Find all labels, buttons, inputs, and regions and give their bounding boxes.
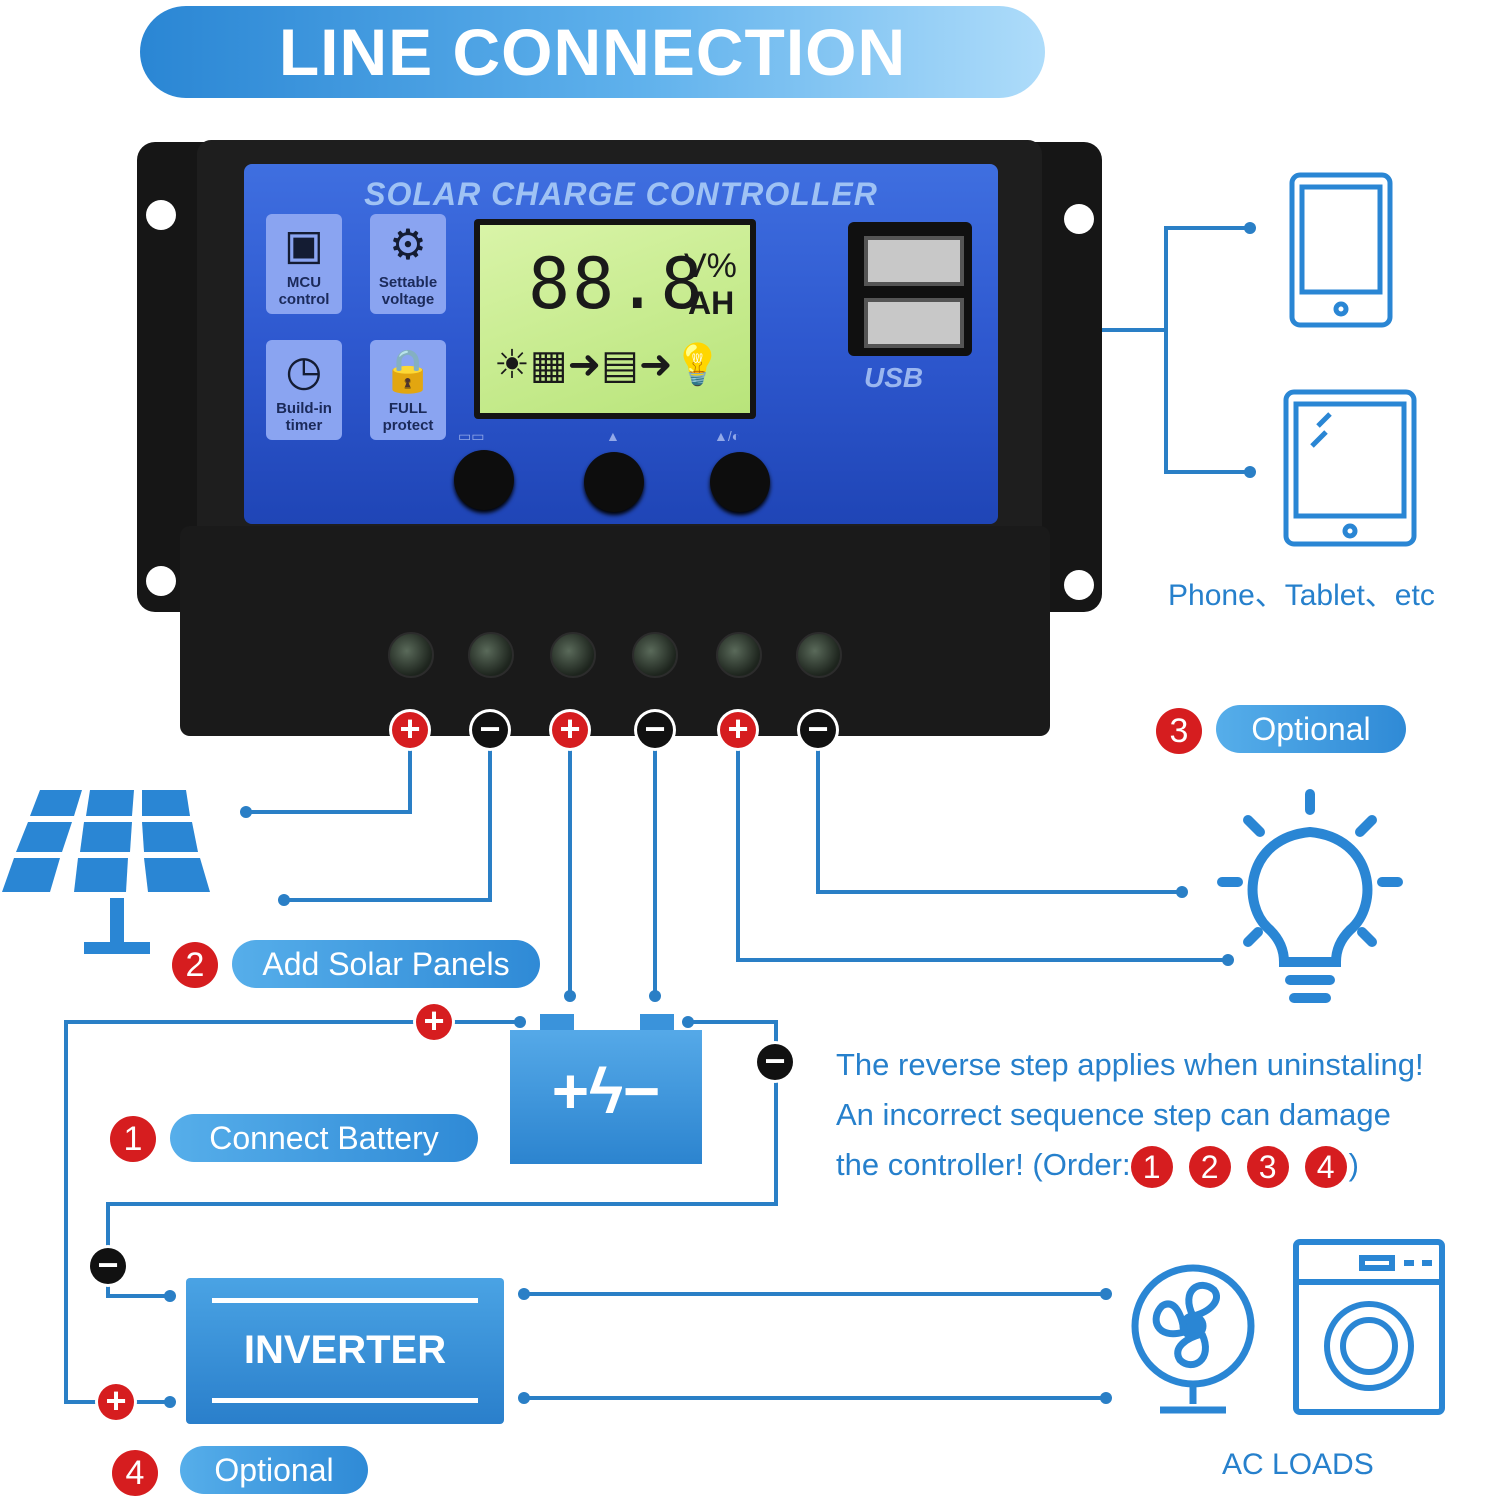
- step-3-label: Optional: [1216, 705, 1406, 753]
- terminal-badge-load-neg: −: [800, 711, 836, 748]
- faceplate-title: SOLAR CHARGE CONTROLLER: [364, 176, 878, 212]
- down-button-label: ▲/◐: [714, 428, 741, 444]
- lock-icon: 🔒: [381, 347, 435, 394]
- device-bus: [1164, 226, 1250, 474]
- title-banner: LINE CONNECTION: [140, 6, 1045, 98]
- lcd-energy-flow-icons: ☀▦➜▤➜💡: [494, 343, 723, 387]
- battery-wire-pos-badge: +: [416, 1003, 452, 1040]
- light-bulb-icon: [1217, 789, 1403, 1003]
- terminal-screw-solar-pos[interactable]: [388, 632, 434, 678]
- lcd-unit-top: V%: [684, 247, 737, 285]
- note-line-2: An incorrect sequence step can damage: [836, 1097, 1391, 1132]
- terminal-badge-battery-pos: +: [552, 711, 588, 748]
- terminal-screw-battery-pos[interactable]: [550, 632, 596, 678]
- order-1: 1: [1130, 1145, 1173, 1188]
- usb-ports: [848, 222, 972, 356]
- terminal-badge-battery-neg: −: [637, 711, 673, 748]
- terminal-badge-solar-pos: +: [392, 711, 428, 748]
- order-2: 2: [1188, 1145, 1231, 1188]
- step-2-number: 2: [172, 942, 218, 988]
- terminal-screw-battery-neg[interactable]: [632, 632, 678, 678]
- terminal-screw-load-pos[interactable]: [716, 632, 762, 678]
- tablet-icon: [1283, 389, 1417, 547]
- inverter-wire-neg-badge: −: [90, 1247, 126, 1284]
- step-4-label: Optional: [180, 1446, 368, 1494]
- step-2-label: Add Solar Panels: [232, 940, 540, 988]
- menu-button-label: ▭▭: [458, 428, 485, 444]
- menu-button[interactable]: [454, 450, 514, 510]
- chip-icon: ▣: [284, 221, 324, 268]
- usb-port-1[interactable]: [864, 236, 964, 286]
- step-4-number: 4: [112, 1450, 158, 1496]
- ac-loads-caption: AC LOADS: [1222, 1448, 1374, 1481]
- inverter-label: INVERTER: [243, 1328, 447, 1372]
- order-3: 3: [1246, 1145, 1289, 1188]
- lcd-display: 88.8 V% AH ☀▦➜▤➜💡: [474, 219, 756, 419]
- load-pos-wire: [736, 680, 1228, 962]
- terminal-block: [180, 526, 1050, 736]
- usb-label: USB: [864, 362, 924, 393]
- battery-symbol: +ϟ−: [551, 1055, 661, 1127]
- inverter-box: INVERTER: [186, 1278, 504, 1424]
- note-line-1: The reverse step applies when uninstalin…: [836, 1047, 1424, 1082]
- fan-icon: [1131, 1264, 1255, 1414]
- uninstall-warning-note: The reverse step applies when uninstalin…: [836, 1040, 1424, 1190]
- terminal-screw-load-neg[interactable]: [796, 632, 842, 678]
- gear-icon: ⚙: [389, 221, 427, 268]
- load-neg-wire: [816, 680, 1182, 894]
- mounting-hole: [146, 200, 176, 230]
- lcd-unit-bottom: AH: [688, 285, 735, 321]
- usb-devices-caption: Phone、Tablet、etc: [1168, 579, 1435, 612]
- step-1-number: 1: [110, 1116, 156, 1162]
- up-button[interactable]: [584, 452, 644, 512]
- mounting-hole: [1064, 204, 1094, 234]
- lcd-digits: 88.8: [528, 243, 705, 325]
- phone-icon: [1289, 172, 1393, 328]
- battery-icon: +ϟ−: [510, 1030, 702, 1164]
- terminal-badge-load-pos: +: [720, 711, 756, 748]
- solar-panel-icon: [2, 790, 210, 954]
- battery-inverter-neg-wire: [106, 1020, 778, 1298]
- mounting-hole: [146, 566, 176, 596]
- battery-wire-neg-badge: −: [757, 1043, 793, 1080]
- washing-machine-icon: [1293, 1239, 1445, 1415]
- usb-port-2[interactable]: [864, 298, 964, 348]
- diagram-title: LINE CONNECTION: [278, 15, 907, 89]
- up-button-label: ▲: [606, 428, 620, 444]
- inverter-wire-pos-badge: +: [98, 1383, 134, 1420]
- down-button[interactable]: [710, 452, 770, 512]
- order-4: 4: [1304, 1145, 1347, 1188]
- step-1-label: Connect Battery: [170, 1114, 478, 1162]
- step-3-number: 3: [1156, 708, 1202, 754]
- terminal-screw-solar-neg[interactable]: [468, 632, 514, 678]
- solar-neg-wire: [284, 680, 492, 902]
- clock-icon: ◷: [285, 347, 323, 394]
- terminal-badge-solar-neg: −: [472, 711, 508, 748]
- mounting-hole: [1064, 570, 1094, 600]
